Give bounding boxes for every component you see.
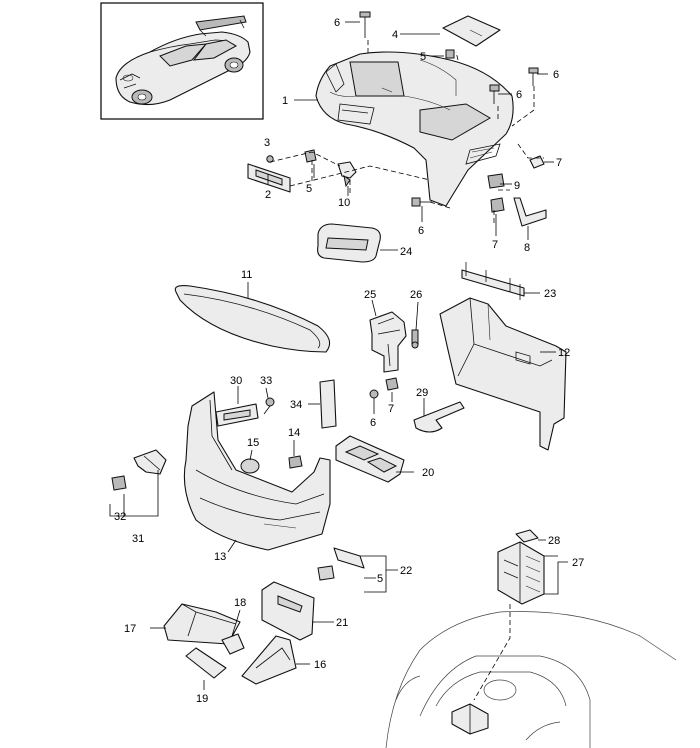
callout-23: 23 xyxy=(544,288,556,300)
part-connector xyxy=(515,529,539,543)
callout-29: 29 xyxy=(416,387,428,399)
part-small-clip-block xyxy=(221,633,245,655)
callout-7-bottom: 7 xyxy=(388,403,394,415)
part-load-cover xyxy=(174,285,331,353)
part-hinge-clip xyxy=(133,449,167,475)
callout-6-right: 6 xyxy=(553,69,559,81)
fastener-screw-icon xyxy=(528,67,539,86)
callout-26: 26 xyxy=(410,289,422,301)
callout-8: 8 xyxy=(524,242,530,254)
callout-5-bottom: 5 xyxy=(377,573,383,585)
leader-lines xyxy=(109,21,568,701)
callout-3: 3 xyxy=(264,137,270,149)
part-filler-block xyxy=(319,379,337,429)
callout-32: 32 xyxy=(114,511,126,523)
callout-10: 10 xyxy=(338,197,350,209)
part-rear-trim-panel xyxy=(315,51,514,207)
callout-1: 1 xyxy=(282,95,288,107)
callout-21: 21 xyxy=(336,617,348,629)
fastener-nut-icon xyxy=(266,155,274,163)
callout-2: 2 xyxy=(265,189,271,201)
callout-7-right: 7 xyxy=(556,157,562,169)
vehicle-thumbnail xyxy=(100,2,264,120)
callout-6-top: 6 xyxy=(334,17,340,29)
part-bracket xyxy=(513,197,547,227)
part-side-panel xyxy=(439,297,567,451)
part-strip xyxy=(185,647,227,679)
part-clip xyxy=(490,197,505,213)
part-plug xyxy=(240,458,260,474)
callout-6-bottom: 6 xyxy=(370,417,376,429)
callout-6-lower: 6 xyxy=(418,225,424,237)
fastener-clip-icon xyxy=(304,149,317,163)
fastener-screw-icon xyxy=(489,84,500,104)
part-hook xyxy=(337,161,357,188)
callout-31: 31 xyxy=(132,533,144,545)
part-side-box xyxy=(163,603,241,645)
callout-30: 30 xyxy=(230,375,242,387)
part-mounting-bracket xyxy=(369,311,407,373)
callout-27: 27 xyxy=(572,557,584,569)
callout-22: 22 xyxy=(400,565,412,577)
part-corner-tray xyxy=(241,635,297,685)
fastener-screw-icon xyxy=(359,11,371,38)
callout-16: 16 xyxy=(314,659,326,671)
car-silhouette-icon xyxy=(115,15,251,106)
callout-25: 25 xyxy=(364,289,376,301)
callout-24: 24 xyxy=(400,246,412,258)
part-latch-bracket xyxy=(317,547,365,581)
part-rail xyxy=(461,262,525,300)
callout-5-left: 5 xyxy=(306,183,312,195)
callout-13: 13 xyxy=(214,551,226,563)
fastener-screw-icon xyxy=(411,329,419,349)
part-clip xyxy=(529,155,545,169)
part-trunk-liner xyxy=(183,391,331,551)
callout-20: 20 xyxy=(422,467,434,479)
part-control-unit xyxy=(497,541,545,605)
callout-12: 12 xyxy=(558,347,570,359)
part-bracket-clip xyxy=(487,173,505,189)
callout-4: 4 xyxy=(392,29,398,41)
part-strap xyxy=(413,401,465,433)
callout-33: 33 xyxy=(260,375,272,387)
callout-18: 18 xyxy=(234,597,246,609)
callout-5-top: 5 xyxy=(420,51,426,63)
callout-28: 28 xyxy=(548,535,560,547)
callout-14: 14 xyxy=(288,427,300,439)
callout-7-lower: 7 xyxy=(492,239,498,251)
fastener-clip-icon xyxy=(385,377,399,391)
fastener-screw-icon xyxy=(411,197,432,207)
part-grab-handle xyxy=(317,223,381,263)
fastener-screw-icon xyxy=(369,389,379,408)
vehicle-front-outline xyxy=(385,611,677,748)
callout-11: 11 xyxy=(241,269,252,281)
part-handle-plate xyxy=(247,163,291,193)
callout-labels: 1 2 3 4 5 5 5 6 6 6 6 6 7 7 7 8 9 10 11 … xyxy=(114,17,584,705)
callout-34: 34 xyxy=(290,399,302,411)
fastener-screw-icon xyxy=(263,397,275,415)
fastener-clip-icon xyxy=(288,455,303,469)
part-small-clip xyxy=(111,475,127,491)
part-handle-insert xyxy=(215,403,259,427)
callout-15: 15 xyxy=(247,437,259,449)
callout-6-mid: 6 xyxy=(516,89,522,101)
callout-17: 17 xyxy=(124,623,136,635)
callout-9: 9 xyxy=(514,180,520,192)
callout-19: 19 xyxy=(196,693,208,705)
part-cover-panel xyxy=(261,581,315,641)
fastener-clip-icon xyxy=(445,49,455,59)
part-tray xyxy=(335,435,405,483)
